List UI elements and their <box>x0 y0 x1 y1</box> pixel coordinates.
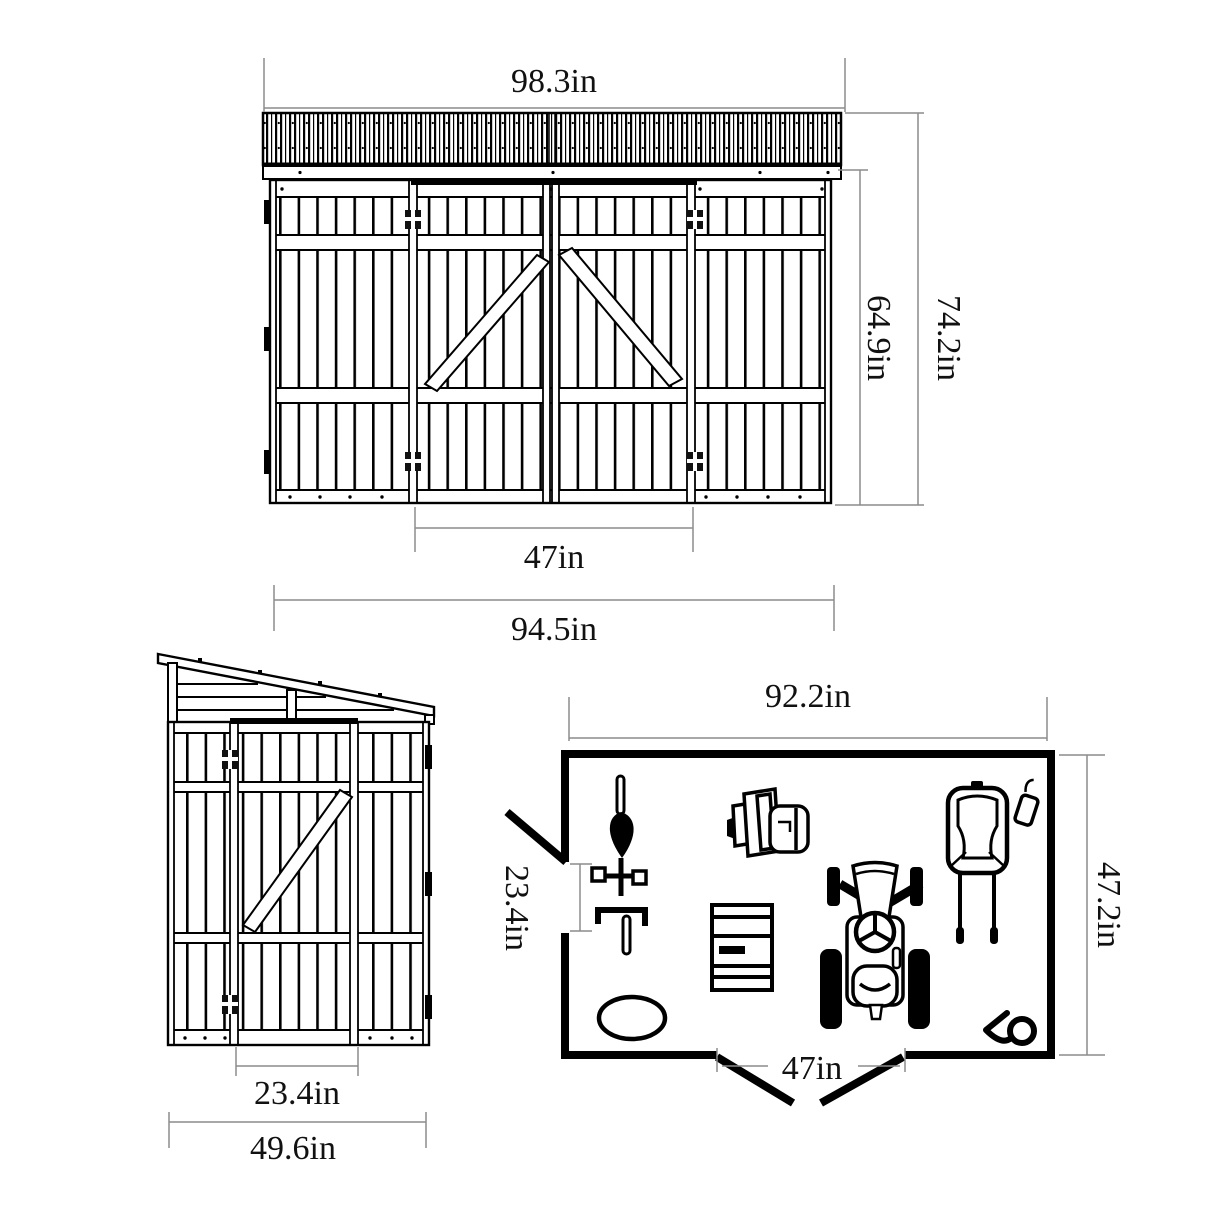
hinge-icon <box>222 750 238 769</box>
side-upper-rail <box>167 781 430 793</box>
front-base-width-label: 94.5in <box>511 611 597 648</box>
front-wall <box>264 178 833 505</box>
hinge-icon <box>687 210 703 229</box>
bicycle-icon <box>590 774 648 956</box>
gable-center-post <box>286 689 297 723</box>
side-wall <box>166 718 432 1047</box>
side-door-right-stile <box>349 721 359 1046</box>
hinge-icon <box>405 452 421 471</box>
hinge-icon <box>687 452 703 471</box>
front-elevation-view: 98.3in 64.9in 74.2in 47in 94.5in <box>261 58 967 648</box>
front-total-height-label: 74.2in <box>930 295 967 381</box>
riding-mower-icon <box>820 860 930 1029</box>
front-door-leaf-right <box>819 1053 905 1107</box>
basin-icon <box>596 994 668 1042</box>
bottle-icon <box>1013 778 1040 827</box>
plan-dimension-lines <box>568 697 1105 1072</box>
wheelbarrow-icon <box>945 781 1010 944</box>
front-dimension-lines <box>263 58 924 631</box>
front-door-leaf-left <box>714 1053 796 1107</box>
right-door-brace <box>557 246 684 388</box>
side-dimension-lines <box>168 1047 427 1148</box>
side-lower-rail <box>167 932 430 944</box>
floor-plan-walls <box>561 750 1055 1059</box>
plan-front-door-width-label: 47in <box>782 1050 842 1087</box>
watering-can-icon <box>983 1010 1037 1046</box>
side-bottom-plate <box>167 1029 430 1046</box>
hinge-icon <box>405 210 421 229</box>
side-elevation-view: 23.4in 49.6in <box>156 652 436 1167</box>
side-door-brace <box>241 788 354 934</box>
side-door-width-label: 23.4in <box>254 1075 340 1112</box>
front-door-width-label: 47in <box>524 539 584 576</box>
power-tool-icon <box>727 786 810 859</box>
front-wall-height-label: 64.9in <box>860 295 897 381</box>
gable-post <box>167 662 178 723</box>
plan-side-door-width-label: 23.4in <box>498 865 535 951</box>
left-door-brace <box>423 253 551 393</box>
side-depth-label: 49.6in <box>250 1130 336 1167</box>
front-roof <box>261 111 843 180</box>
side-door-swing <box>504 808 569 866</box>
plan-depth-label: 47.2in <box>1090 862 1127 948</box>
shelf-icon <box>710 903 774 992</box>
side-roof <box>156 652 436 725</box>
floor-plan-view: 92.2in 47.2in 23.4in 47in <box>498 678 1127 1107</box>
nail-dots <box>280 187 824 499</box>
door-header <box>411 179 697 185</box>
plan-width-label: 92.2in <box>765 678 851 715</box>
hinge-icon <box>222 995 238 1014</box>
front-roof-width-label: 98.3in <box>511 63 597 100</box>
